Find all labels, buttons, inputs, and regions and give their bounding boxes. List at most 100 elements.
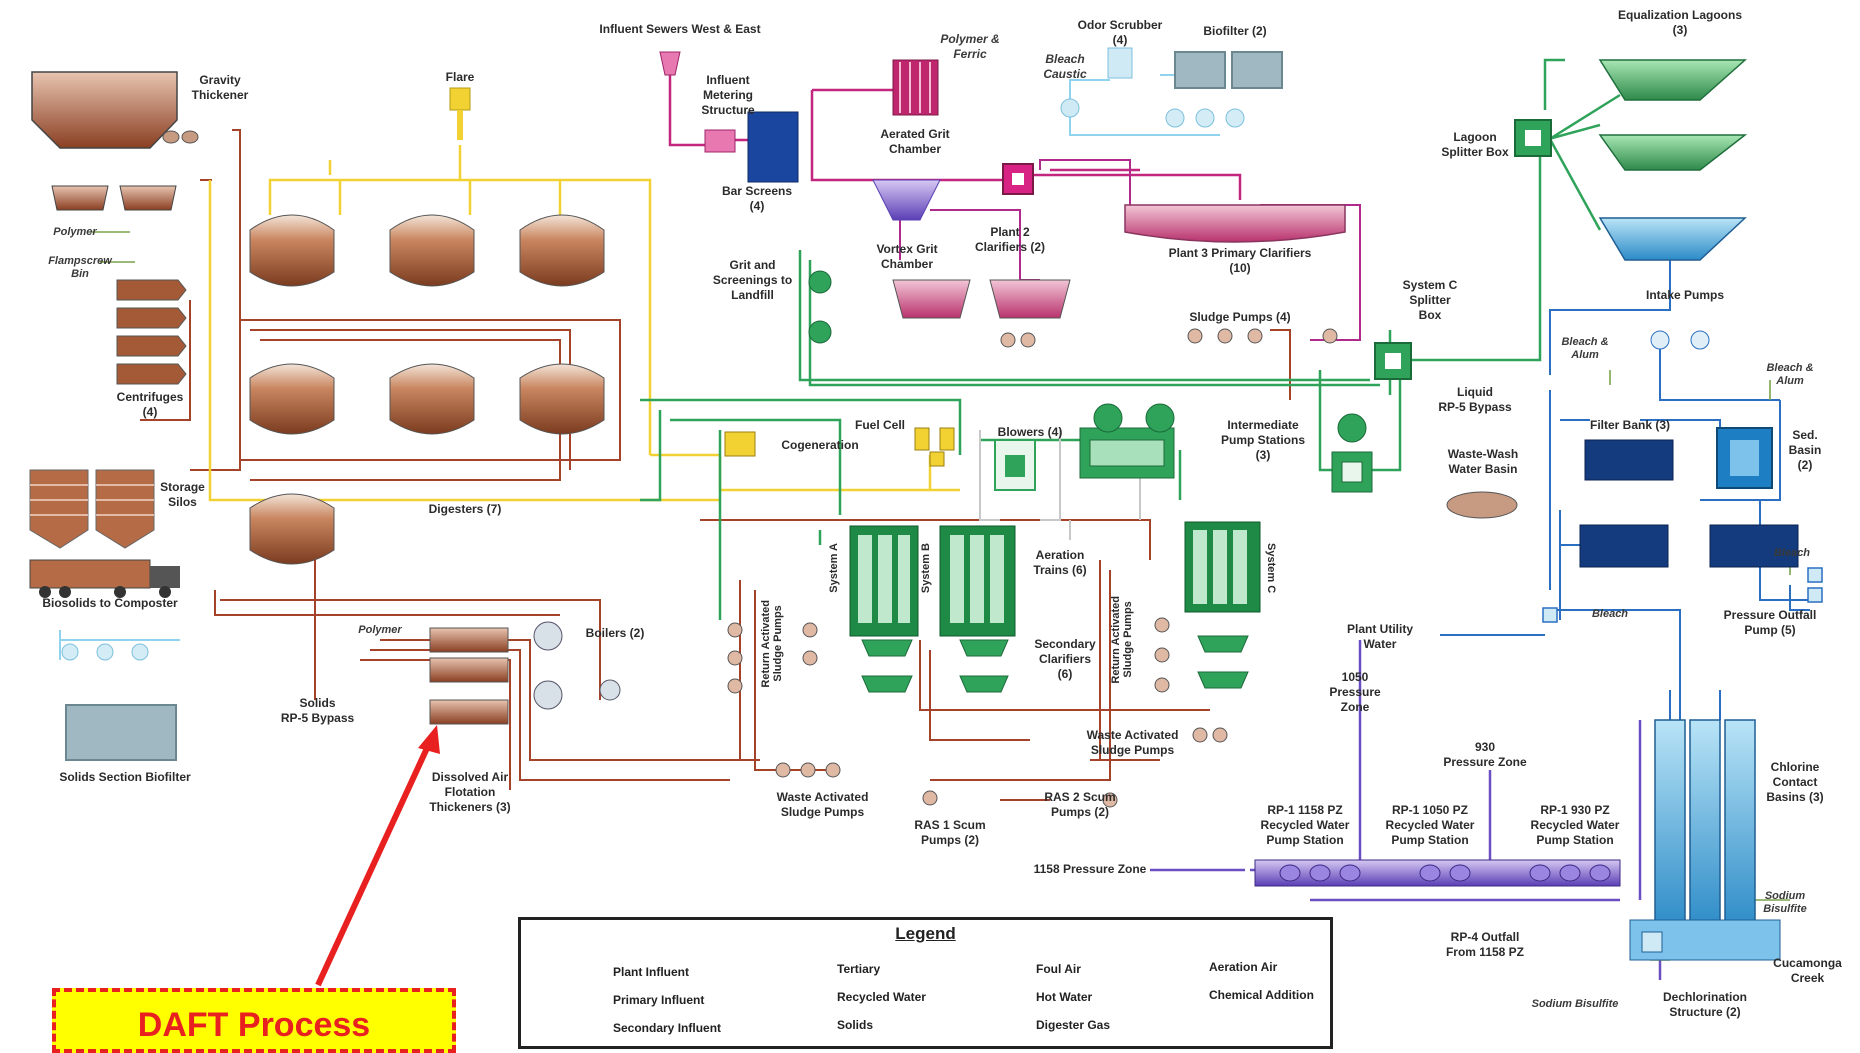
label-influent-sewers: Influent Sewers West & East [580, 22, 780, 37]
label-rp1-1158: RP-1 1158 PZ Recycled Water Pump Station [1250, 803, 1360, 848]
label-liquid-bypass: Liquid RP-5 Bypass [1425, 385, 1525, 415]
equalization-lagoons [1600, 60, 1745, 170]
label-pz-1158: 1158 Pressure Zone [1020, 862, 1160, 877]
label-sodium-bisulfite-1: Sodium Bisulfite [1750, 890, 1820, 916]
callout-arrow [318, 725, 440, 985]
label-solids-bypass: Solids RP-5 Bypass [275, 696, 360, 726]
label-system-c: System C [1265, 543, 1277, 593]
gravity-pumps [163, 131, 198, 143]
label-polymer-1: Polymer [40, 226, 110, 239]
plant2-clarifiers [893, 280, 1070, 318]
label-aerated-grit: Aerated Grit Chamber [870, 127, 960, 157]
biofilter-beds [1175, 52, 1282, 88]
biofilter-fans [1166, 109, 1244, 127]
legend-item-foul-air: Foul Air [1036, 957, 1081, 981]
label-flampscrew: Flampscrew Bin [40, 255, 120, 281]
legend-item-chemical-addition: Chemical Addition [1209, 983, 1314, 1007]
label-solids-biofilter: Solids Section Biofilter [50, 770, 200, 785]
label-lagoon-splitter: Lagoon Splitter Box [1430, 130, 1520, 160]
label-secondary-clarifiers: Secondary Clarifiers (6) [1020, 637, 1110, 682]
label-bleach-1: Bleach [1762, 547, 1822, 560]
blowers [1080, 404, 1174, 478]
label-rp1-1050: RP-1 1050 PZ Recycled Water Pump Station [1375, 803, 1485, 848]
label-daft: Dissolved Air Flotation Thickeners (3) [415, 770, 525, 815]
label-sed-basin: Sed. Basin (2) [1780, 428, 1830, 473]
gravity-thickener [32, 72, 177, 148]
label-sludge-pumps: Sludge Pumps (4) [1180, 310, 1300, 325]
label-biofilter: Biofilter (2) [1185, 24, 1285, 39]
legend-item-secondary-influent: Secondary Influent [613, 1016, 721, 1040]
label-polymer-ferric: Polymer & Ferric [930, 32, 1010, 62]
label-dechlorination: Dechlorination Structure (2) [1650, 990, 1760, 1020]
flare [450, 88, 470, 140]
plant3-primary-clarifiers [1125, 205, 1345, 242]
label-plant3-primary: Plant 3 Primary Clarifiers (10) [1140, 246, 1340, 276]
intermediate-pump [1332, 414, 1372, 492]
label-waste-activated-2: Waste Activated Sludge Pumps [1065, 728, 1200, 758]
label-intermediate-pump: Intermediate Pump Stations (3) [1208, 418, 1318, 463]
label-cogeneration: Cogeneration [770, 438, 870, 453]
label-aeration-trains: Aeration Trains (6) [1020, 548, 1100, 578]
label-equalization-lagoons: Equalization Lagoons (3) [1600, 8, 1760, 38]
label-sodium-bisulfite-2: Sodium Bisulfite [1520, 998, 1630, 1011]
label-rp1-930: RP-1 930 PZ Recycled Water Pump Station [1520, 803, 1630, 848]
label-rp4-outfall: RP-4 Outfall From 1158 PZ [1430, 930, 1540, 960]
label-gravity-thickener: Gravity Thickener [180, 73, 260, 103]
label-biosolids: Biosolids to Composter [25, 596, 195, 611]
label-odor-scrubber: Odor Scrubber (4) [1065, 18, 1175, 48]
label-flare: Flare [430, 70, 490, 85]
label-bleach-caustic: Bleach Caustic [1035, 52, 1095, 82]
label-vortex-grit: Vortex Grit Chamber [862, 242, 952, 272]
daft-callout-text: DAFT Process [56, 1006, 452, 1045]
vortex-grit-chamber [873, 180, 940, 220]
label-storage-silos: Storage Silos [150, 480, 215, 510]
centrifuges [117, 280, 186, 384]
label-system-c-splitter: System C Splitter Box [1385, 278, 1475, 323]
plant-pumps-green [809, 271, 831, 343]
label-ras-pumps-1: Return Activated Sludge Pumps [760, 600, 784, 688]
solids-biofilter [66, 705, 176, 760]
label-ras-pumps-2: Return Activated Sludge Pumps [1110, 596, 1134, 684]
label-filter-bank: Filter Bank (3) [1580, 418, 1680, 433]
waste-wash-basin [1447, 492, 1517, 518]
label-waste-wash: Waste-Wash Water Basin [1438, 447, 1528, 477]
label-grit-screenings: Grit and Screenings to Landfill [700, 258, 805, 303]
label-bar-screens: Bar Screens (4) [712, 184, 802, 214]
solids-fans [62, 644, 148, 660]
legend-item-digester-gas: Digester Gas [1036, 1013, 1110, 1037]
legend-item-plant-influent: Plant Influent [613, 960, 689, 984]
legend-title: Legend [521, 924, 1330, 944]
label-pz-1050: 1050 Pressure Zone [1320, 670, 1390, 715]
legend-item-solids: Solids [837, 1013, 873, 1037]
label-system-b: System B [920, 543, 932, 593]
legend-item-tertiary: Tertiary [837, 957, 880, 981]
label-boilers: Boilers (2) [575, 626, 655, 641]
label-plant2-clarifiers: Plant 2 Clarifiers (2) [960, 225, 1060, 255]
chlorine-contact-basins [1655, 720, 1755, 930]
label-intake-pumps: Intake Pumps [1635, 288, 1735, 303]
label-waste-activated-1: Waste Activated Sludge Pumps [755, 790, 890, 820]
legend-item-primary-influent: Primary Influent [613, 988, 704, 1012]
label-plant-utility: Plant Utility Water [1335, 622, 1425, 652]
intake-pumps [1651, 331, 1709, 349]
daft-thickeners [430, 628, 508, 724]
label-blowers: Blowers (4) [985, 425, 1075, 440]
label-pressure-outfall: Pressure Outfall Pump (5) [1710, 608, 1830, 638]
legend-item-hot-water: Hot Water [1036, 985, 1092, 1009]
bar-screens [748, 112, 798, 182]
label-chlorine-contact: Chlorine Contact Basins (3) [1750, 760, 1840, 805]
label-digesters: Digesters (7) [415, 502, 515, 517]
label-polymer-2: Polymer [345, 624, 415, 637]
label-pz-930: 930 Pressure Zone [1435, 740, 1535, 770]
legend-item-aeration-air: Aeration Air [1209, 955, 1277, 979]
legend: Legend Plant Influent Primary Influent S… [518, 917, 1333, 1049]
label-influent-metering: Influent Metering Structure [688, 73, 768, 118]
blue-lagoon [1600, 218, 1745, 260]
label-ras1-scum: RAS 1 Scum Pumps (2) [900, 818, 1000, 848]
storage-silos [30, 470, 154, 548]
small-thickeners [52, 186, 176, 210]
daft-callout: DAFT Process [52, 988, 456, 1053]
label-cucamonga: Cucamonga Creek [1765, 956, 1850, 986]
biosolids-truck [30, 560, 180, 598]
